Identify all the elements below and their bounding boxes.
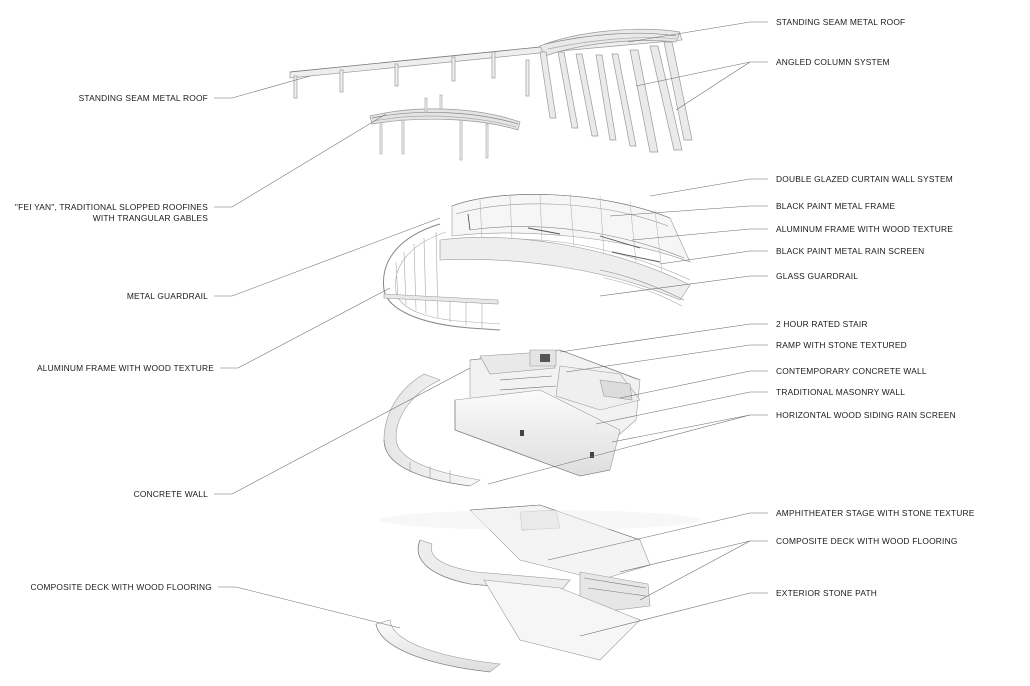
base-layer — [375, 504, 700, 673]
leader-lines — [214, 21, 768, 637]
label-fei-yan-roofline: "FEI YAN", TRADITIONAL SLOPPED ROOFINES — [14, 202, 208, 212]
envelope-layer — [383, 193, 691, 331]
label-glass-guardrail: GLASS GUARDRAIL — [776, 271, 859, 281]
label-black-metal-frame: BLACK PAINT METAL FRAME — [776, 201, 896, 211]
label-aluminum-frame-right: ALUMINUM FRAME WITH WOOD TEXTURE — [776, 224, 953, 234]
label-fei-yan-gables: WITH TRANGULAR GABLES — [92, 213, 208, 223]
roof-layer — [289, 29, 693, 161]
label-aluminum-frame-left: ALUMINUM FRAME WITH WOOD TEXTURE — [37, 363, 214, 373]
label-composite-deck-right: COMPOSITE DECK WITH WOOD FLOORING — [776, 536, 958, 546]
walls-layer — [383, 349, 641, 487]
label-stone-ramp: RAMP WITH STONE TEXTURED — [776, 340, 907, 350]
label-concrete-wall: CONCRETE WALL — [133, 489, 208, 499]
label-metal-rain-screen: BLACK PAINT METAL RAIN SCREEN — [776, 246, 925, 256]
label-standing-seam-roof-left: STANDING SEAM METAL ROOF — [78, 93, 208, 103]
label-metal-guardrail: METAL GUARDRAIL — [126, 291, 208, 301]
label-composite-deck-left: COMPOSITE DECK WITH WOOD FLOORING — [30, 582, 212, 592]
label-wood-siding: HORIZONTAL WOOD SIDING RAIN SCREEN — [776, 410, 956, 420]
label-angled-column-system: ANGLED COLUMN SYSTEM — [776, 57, 890, 67]
label-amphitheater-stage: AMPHITHEATER STAGE WITH STONE TEXTURE — [776, 508, 975, 518]
label-rated-stair: 2 HOUR RATED STAIR — [776, 319, 868, 329]
label-masonry-wall: TRADITIONAL MASONRY WALL — [776, 387, 906, 397]
label-curtain-wall: DOUBLE GLAZED CURTAIN WALL SYSTEM — [776, 174, 953, 184]
label-standing-seam-roof-right: STANDING SEAM METAL ROOF — [776, 17, 906, 27]
label-exterior-stone-path: EXTERIOR STONE PATH — [776, 588, 878, 598]
label-contemporary-concrete-wall: CONTEMPORARY CONCRETE WALL — [776, 366, 927, 376]
